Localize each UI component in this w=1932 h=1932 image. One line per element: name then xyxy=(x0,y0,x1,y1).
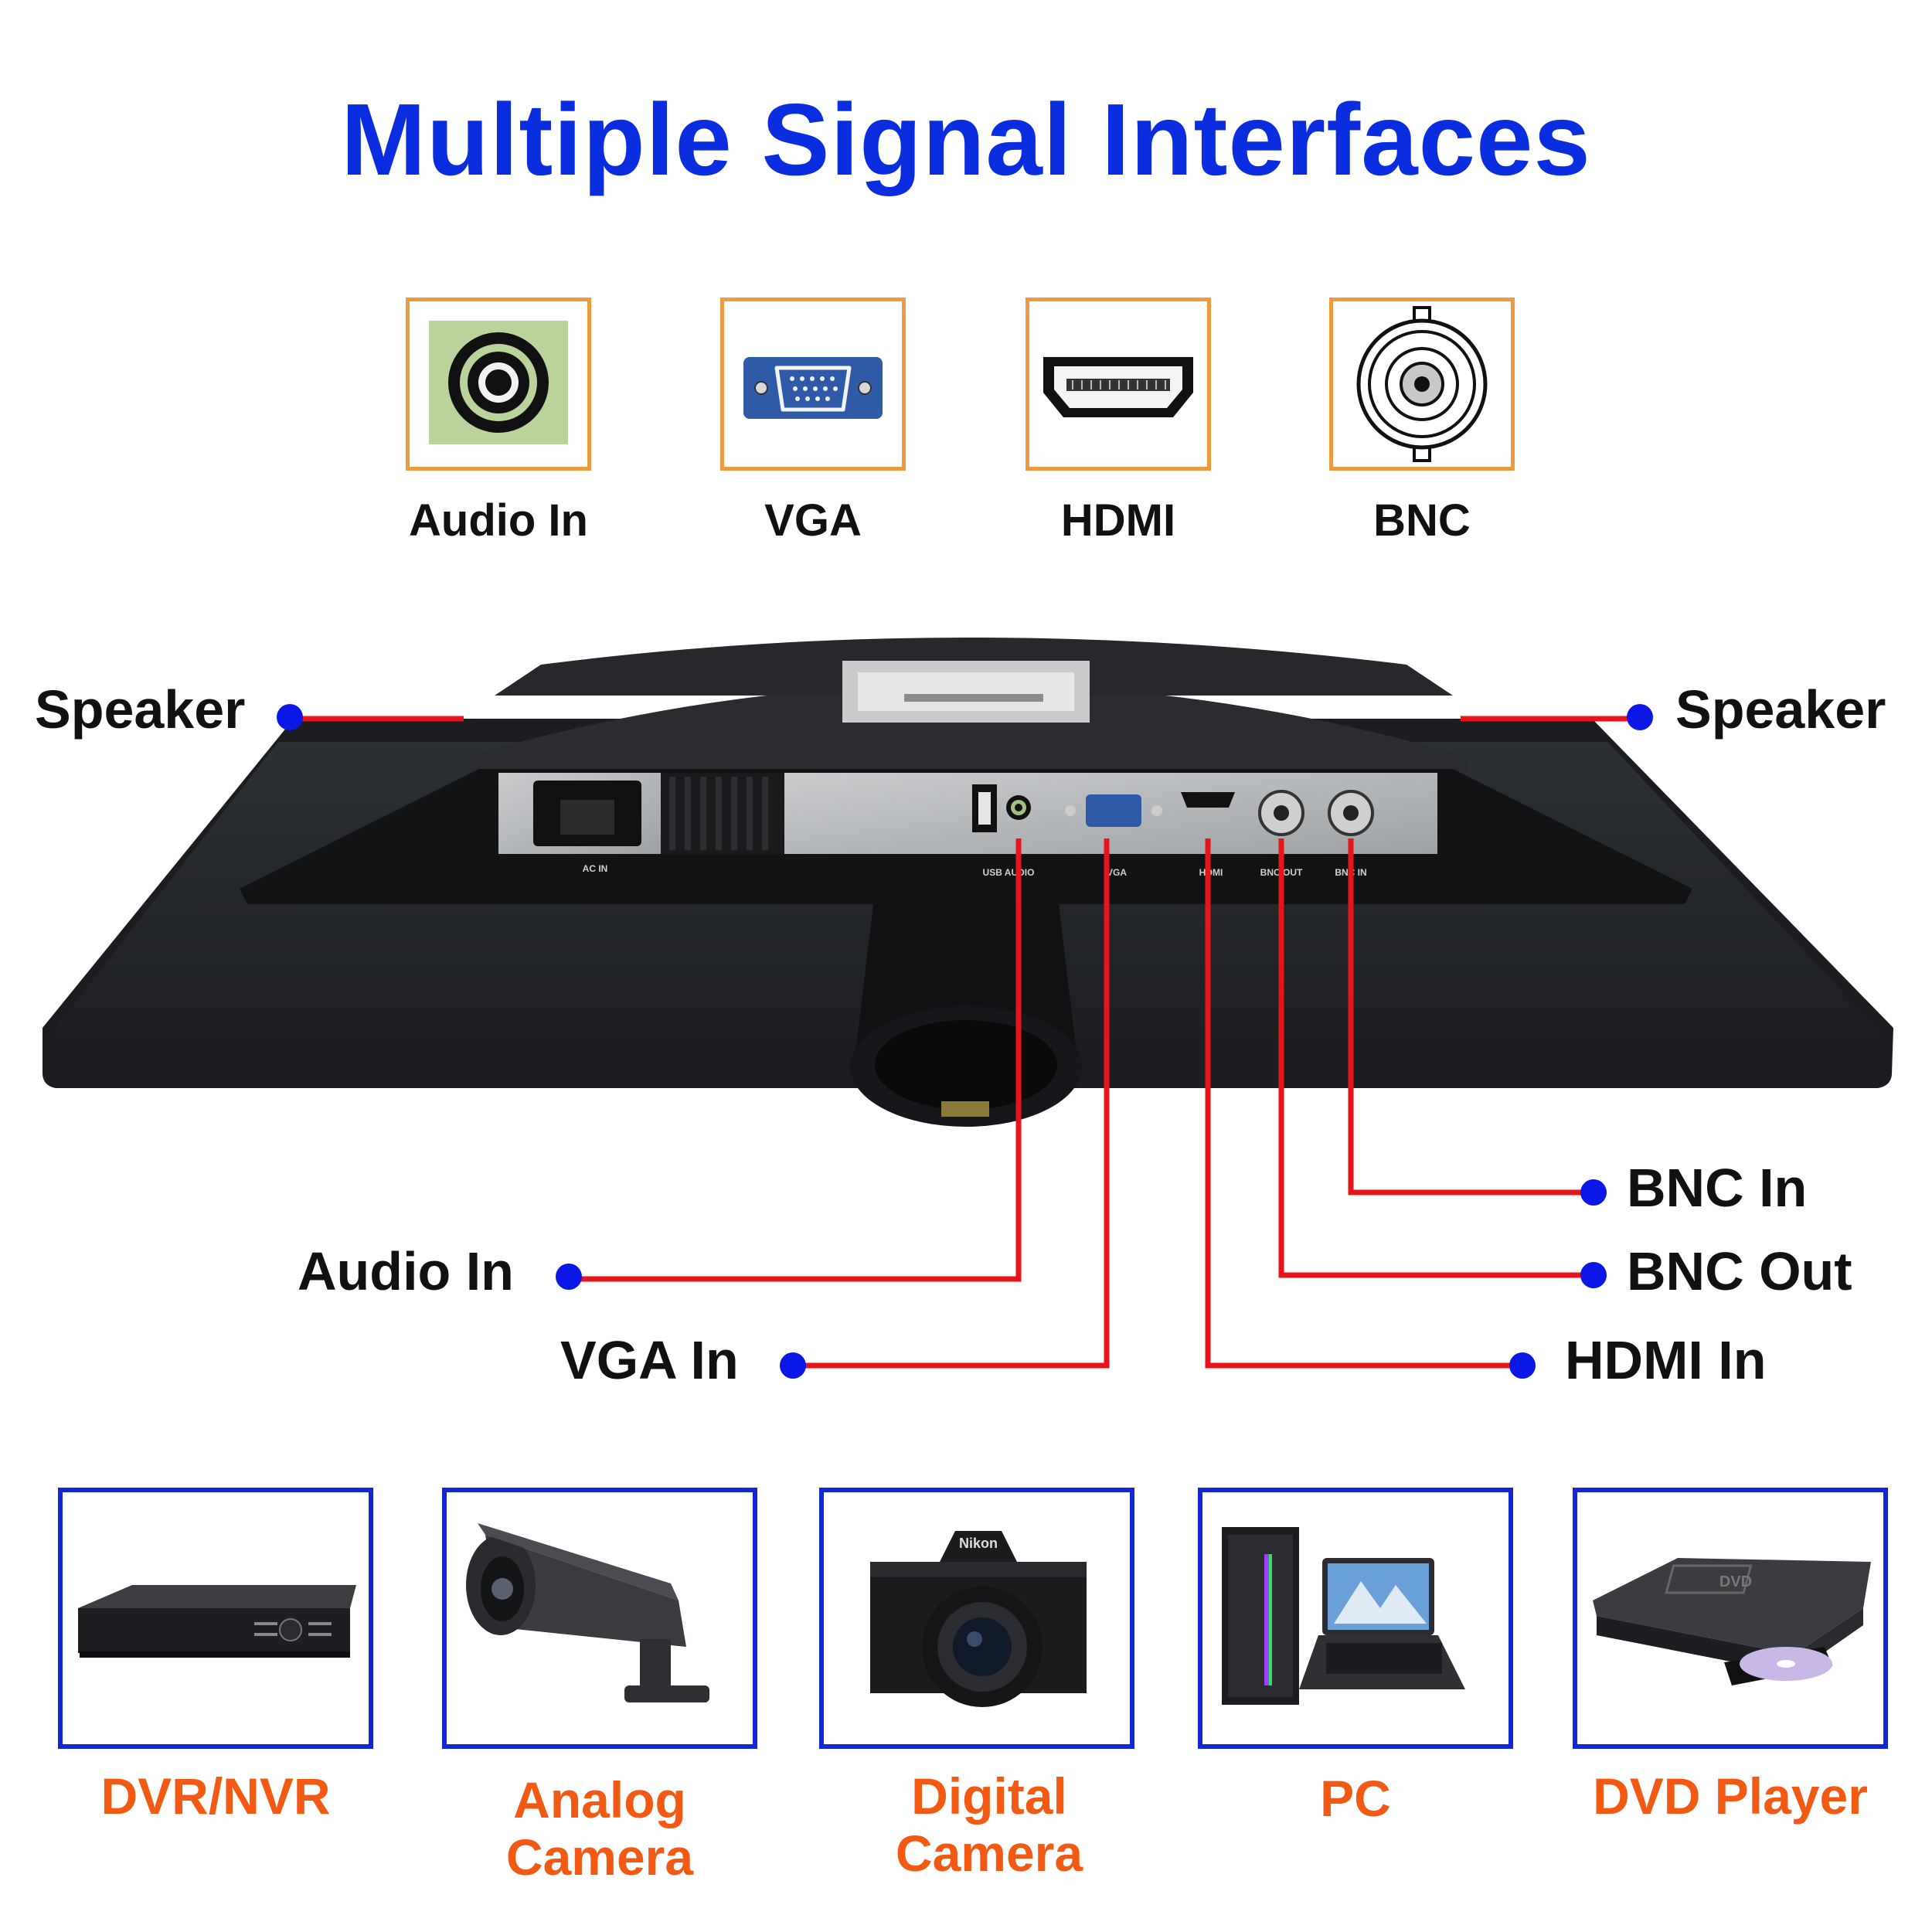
port-box-audio xyxy=(406,298,591,471)
device-label-dvd: DVD Player xyxy=(1593,1767,1868,1825)
stand-neck xyxy=(850,904,1082,1127)
callout-speaker-right: Speaker xyxy=(1675,679,1886,740)
port-label-audio: Audio In xyxy=(409,495,588,546)
callout-bnc-out: BNC Out xyxy=(1627,1241,1852,1301)
callout-speaker-left: Speaker xyxy=(35,679,246,740)
port-box-hdmi xyxy=(1026,298,1211,471)
camera-brand: Nikon xyxy=(959,1536,998,1551)
device-label-analog-camera: Analog Camera xyxy=(505,1771,694,1886)
device-box-dvd: DVD xyxy=(1573,1488,1888,1749)
audio-jack-icon xyxy=(429,321,568,444)
dvd-player-icon: DVD xyxy=(1593,1558,1871,1685)
panel-label-usb-audio: USB AUDIO xyxy=(983,867,1035,878)
line-bnc-out xyxy=(1278,838,1592,1278)
line-hdmi-in xyxy=(1205,838,1522,1369)
device-box-pc xyxy=(1198,1488,1513,1749)
panel-label-vga: VGA xyxy=(1107,867,1127,878)
device-label-pc: PC xyxy=(1320,1770,1391,1827)
vga-port-icon xyxy=(743,357,883,419)
callout-audio-in: Audio In xyxy=(298,1241,514,1301)
port-label-vga: VGA xyxy=(764,495,862,546)
device-label-dvr: DVR/NVR xyxy=(100,1767,331,1825)
port-label-bnc: BNC xyxy=(1373,495,1471,546)
bnc-port-icon xyxy=(1356,306,1488,462)
dvd-brand: DVD xyxy=(1719,1573,1752,1590)
device-label-digital-camera: Digital Camera xyxy=(895,1767,1083,1882)
connector-panel xyxy=(240,769,1692,904)
analog-camera-icon xyxy=(466,1523,709,1702)
digital-camera-icon: Nikon xyxy=(870,1531,1087,1707)
callout-dots xyxy=(277,704,1653,1379)
line-audio-in xyxy=(568,838,1022,1282)
line-bnc-in xyxy=(1348,838,1592,1196)
callout-hdmi-in: HDMI In xyxy=(1565,1330,1767,1390)
device-box-analog-camera xyxy=(442,1488,757,1749)
callout-lines xyxy=(294,716,1638,1369)
hdmi-port-icon xyxy=(1043,357,1193,417)
panel-label-ac-in: AC IN xyxy=(583,863,608,874)
callout-bnc-in: BNC In xyxy=(1627,1158,1808,1218)
port-label-hdmi: HDMI xyxy=(1060,495,1176,546)
callout-vga-in: VGA In xyxy=(560,1330,739,1390)
line-vga-in xyxy=(792,838,1110,1369)
pc-laptop-icon xyxy=(1222,1527,1465,1705)
port-box-vga xyxy=(720,298,906,471)
port-box-bnc xyxy=(1329,298,1515,471)
panel-label-hdmi: HDMI xyxy=(1199,867,1223,878)
dvr-nvr-icon xyxy=(78,1585,356,1658)
page-title: Multiple Signal Interfaces xyxy=(341,83,1591,196)
device-box-digital-camera: Nikon xyxy=(819,1488,1134,1749)
device-box-dvr xyxy=(58,1488,373,1749)
